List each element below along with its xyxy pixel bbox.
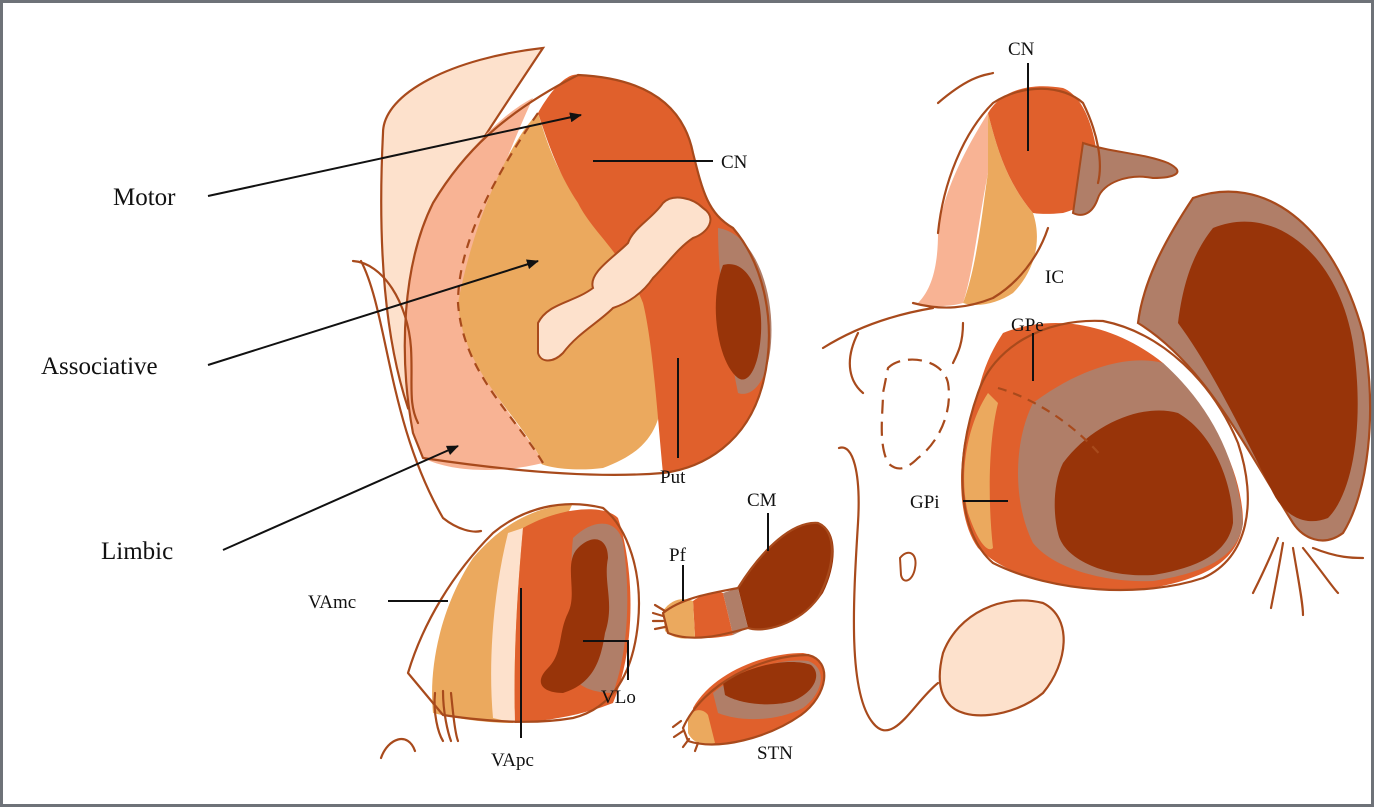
ic-fiber-1 — [953, 323, 963, 363]
thal-hook — [381, 739, 415, 758]
vapc-label: VApc — [491, 750, 534, 771]
cm-dark — [738, 523, 834, 629]
left-striatum — [353, 48, 771, 532]
cm-pf-complex — [653, 523, 834, 639]
gpe-label: GPe — [1011, 315, 1044, 336]
cm-label: CM — [747, 490, 777, 511]
pf-label: Pf — [669, 545, 687, 566]
limbic-arrow — [223, 446, 458, 550]
gp-fan-fibers — [1253, 538, 1363, 615]
motor-label: Motor — [113, 184, 176, 211]
pf-fringe — [653, 605, 665, 629]
ic-label: IC — [1045, 267, 1064, 288]
put-label: Put — [660, 467, 686, 488]
right-upper-fiber — [938, 73, 993, 103]
stn-nucleus — [673, 653, 824, 751]
thalamic-nucleus — [381, 503, 639, 758]
limbic-label: Limbic — [101, 538, 173, 565]
ic-small-blob — [900, 553, 916, 581]
cn-left-label: CN — [721, 152, 748, 173]
ic-fiber-2 — [850, 333, 863, 393]
basal-ganglia-diagram: Motor Associative Limbic CN Put CN IC GP… — [3, 3, 1374, 810]
stn-label: STN — [757, 743, 793, 764]
right-complex — [823, 73, 1370, 615]
right-fiber-lower — [823, 308, 933, 348]
long-fiber-path — [839, 447, 938, 730]
vlo-label: VLo — [601, 687, 636, 708]
pale-lower-blob — [940, 600, 1064, 715]
right-cn-tail — [1073, 143, 1177, 215]
vamc-label: VAmc — [308, 592, 356, 613]
associative-label: Associative — [41, 353, 158, 380]
ic-dashed-blob — [882, 360, 949, 469]
cn-right-label: CN — [1008, 39, 1035, 60]
gpi-label: GPi — [910, 492, 940, 513]
